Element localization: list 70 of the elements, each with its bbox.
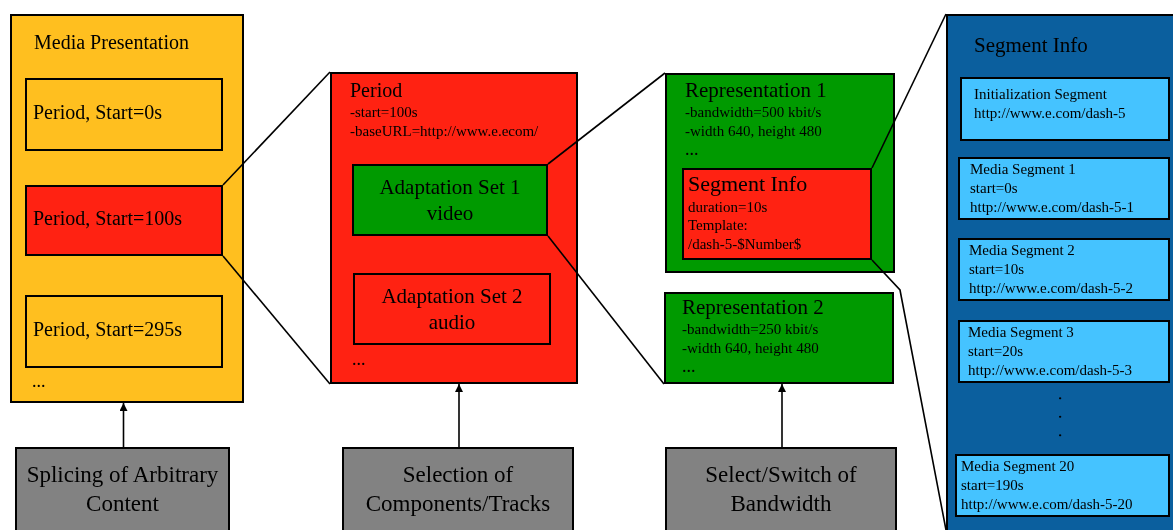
segment-title: Media Segment 3 (968, 323, 1074, 342)
segment-title: Media Segment 1 (970, 160, 1076, 179)
container-box (10, 14, 244, 403)
segment-box (958, 320, 1170, 383)
use-case-box (342, 447, 574, 530)
zoom-line (222, 71, 331, 186)
box-label: Adaptation Set 1 video (378, 174, 522, 227)
segment-title: Media Segment 20 (961, 457, 1075, 476)
box-label: Period, Start=295s (33, 317, 183, 342)
attribute-text: /dash-5-$Number$ (688, 235, 802, 254)
box-label: Adaptation Set 2 audio (380, 283, 524, 336)
zoom-line (871, 259, 947, 530)
ellipsis: ... (352, 348, 366, 371)
use-case-box (665, 447, 897, 530)
ellipsis: ... (1056, 396, 1074, 452)
attribute-text: http://www.e.com/dash-5-3 (968, 360, 1132, 380)
container-box (330, 72, 578, 384)
segment-title: Media Segment 2 (969, 241, 1075, 260)
attribute-text: Template: (688, 216, 748, 235)
adaptation-set-box (352, 164, 548, 236)
attribute-text: -baseURL=http://www.e.ecom/ (350, 121, 539, 141)
box-label: Select/Switch of Bandwidth (704, 461, 858, 518)
arrow (778, 383, 786, 448)
attribute-text: -bandwidth=250 kbit/s (682, 320, 819, 339)
zoom-line (547, 235, 665, 385)
segment-title: Initialization Segment (974, 85, 1107, 104)
ellipsis: ... (682, 357, 696, 374)
box-label: Splicing of Arbitrary Content (25, 461, 220, 518)
attribute-text: duration=10s (688, 197, 768, 217)
segment-info-box (682, 168, 872, 260)
attribute-text: -bandwidth=500 kbit/s (685, 103, 822, 122)
adaptation-set-box (353, 273, 551, 345)
box-title: Media Presentation (34, 30, 189, 55)
attribute-text: start=190s (961, 475, 1024, 495)
attribute-text: start=10s (969, 259, 1025, 279)
container-box (946, 14, 1173, 530)
box-title: Representation 1 (685, 77, 827, 104)
box-title: Segment Info (974, 32, 1088, 59)
box-title: Representation 2 (682, 294, 824, 321)
attribute-text: start=20s (968, 341, 1024, 361)
period-box (25, 295, 223, 368)
box-label: Period, Start=100s (33, 206, 183, 231)
arrow (455, 383, 463, 448)
attribute-text: start=0s (970, 178, 1018, 198)
zoom-line (547, 72, 666, 165)
segment-box (955, 454, 1170, 517)
attribute-text: -width 640, height 480 (682, 339, 819, 358)
attribute-text: http://www.e.com/dash-5 (974, 103, 1126, 123)
box-label: Selection of Components/Tracks (364, 461, 552, 518)
attribute-text: -width 640, height 480 (685, 122, 822, 141)
container-box (665, 73, 895, 273)
ellipsis: ... (685, 140, 699, 157)
ellipsis: ... (32, 370, 46, 393)
use-case-box (15, 447, 230, 530)
arrow (119, 402, 128, 448)
zoom-line (871, 13, 947, 169)
attribute-text: http://www.e.com/dash-5-1 (970, 197, 1134, 217)
zoom-line (222, 255, 331, 385)
box-title: Segment Info (688, 170, 808, 198)
period-box (25, 78, 223, 151)
attribute-text: http://www.e.com/dash-5-20 (961, 494, 1133, 514)
box-title: Period (350, 78, 403, 103)
attribute-text: http://www.e.com/dash-5-2 (969, 278, 1133, 298)
box-label: Period, Start=0s (33, 100, 163, 125)
attribute-text: -start=100s (350, 103, 418, 122)
segment-box (960, 77, 1170, 141)
segment-box (958, 238, 1170, 301)
period-box (25, 185, 223, 256)
container-box (664, 292, 894, 384)
segment-box (958, 157, 1170, 220)
